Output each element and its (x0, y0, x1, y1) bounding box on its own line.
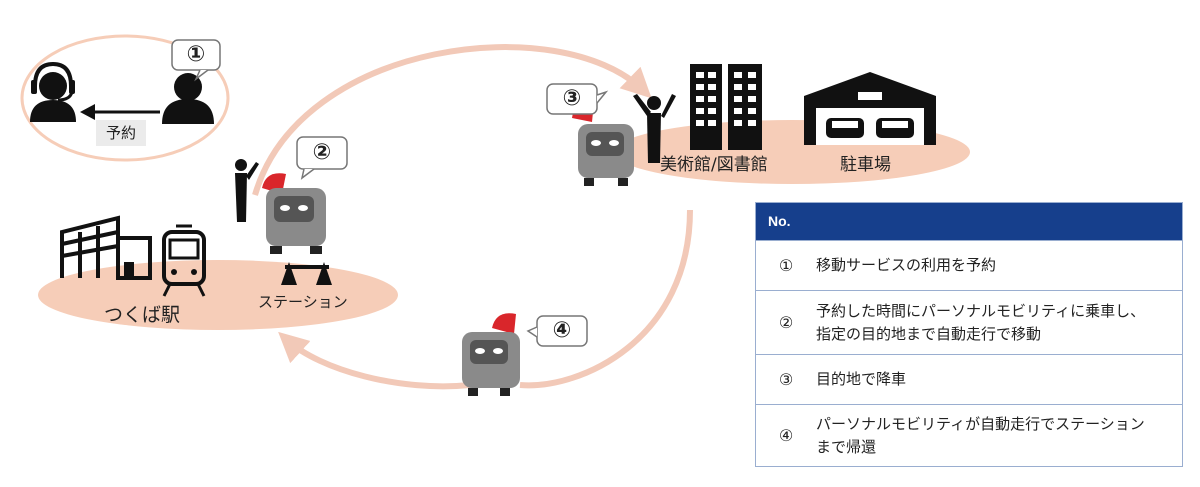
speech-bubble-3-icon (546, 83, 609, 115)
step-2-badge: ② (312, 140, 332, 165)
mobility-robot-icon-station (262, 173, 326, 254)
speech-bubble-4-icon (526, 315, 588, 347)
row-text: パーソナルモビリティが自動走行でステーション まで帰還 (816, 413, 1182, 459)
reserve-arrow-icon (80, 104, 160, 120)
cheering-person-icon (633, 94, 676, 163)
museum-building-icon (690, 64, 762, 150)
station-label: ステーション (258, 293, 348, 311)
table-row: ① 移動サービスの利用を予約 (756, 240, 1182, 290)
table-header: No. (756, 203, 1182, 240)
tsukuba-station-label: つくば駅 (104, 304, 181, 326)
speech-bubble-2-icon (296, 136, 348, 180)
row-number: ② (778, 313, 794, 332)
operator-headset-icon (30, 61, 76, 122)
row-text: 予約した時間にパーソナルモビリティに乗車し、 指定の目的地まで自動走行で移動 (816, 300, 1182, 346)
row-text-line: 予約した時間にパーソナルモビリティに乗車し、 (816, 301, 1146, 320)
reserve-label: 予約 (96, 120, 146, 146)
user-person-icon (162, 73, 214, 124)
row-text-line: まで帰還 (816, 437, 877, 456)
train-icon (162, 224, 206, 297)
row-text-line: パーソナルモビリティが自動走行でステーション (816, 414, 1145, 433)
row-text: 目的地で降車 (816, 368, 1182, 391)
row-text-line: 移動サービスの利用を予約 (816, 256, 997, 274)
waving-person-icon (235, 159, 259, 222)
row-text-line: 目的地で降車 (816, 370, 907, 388)
mobility-robot-icon-return (462, 313, 520, 396)
speech-bubble-1-icon (171, 39, 221, 82)
row-text: 移動サービスの利用を予約 (816, 254, 1182, 277)
row-number: ① (778, 256, 794, 275)
table-row: ② 予約した時間にパーソナルモビリティに乗車し、 指定の目的地まで自動走行で移動 (756, 290, 1182, 354)
row-number: ③ (778, 370, 794, 389)
station-cones-icon (281, 262, 332, 285)
museum-library-label: 美術館/図書館 (660, 155, 768, 175)
step-4-badge: ④ (552, 318, 572, 343)
reservation-ellipse (20, 34, 230, 162)
table-row: ④ パーソナルモビリティが自動走行でステーション まで帰還 (756, 404, 1182, 466)
station-building-icon (60, 215, 152, 280)
parking-label: 駐車場 (840, 155, 891, 175)
row-number: ④ (778, 426, 794, 445)
steps-table: No. ① 移動サービスの利用を予約 ② 予約した時間にパーソナルモビリティに乗… (755, 202, 1183, 467)
cycle-arc-top (252, 44, 652, 196)
cycle-arc-right (519, 209, 693, 389)
table-row: ③ 目的地で降車 (756, 354, 1182, 404)
step-3-badge: ③ (562, 86, 582, 111)
cycle-arc-bottom (278, 331, 471, 390)
step-1-badge: ① (186, 42, 206, 67)
parking-garage-icon (804, 72, 936, 145)
row-text-line: 指定の目的地まで自動走行で移動 (816, 324, 1042, 343)
